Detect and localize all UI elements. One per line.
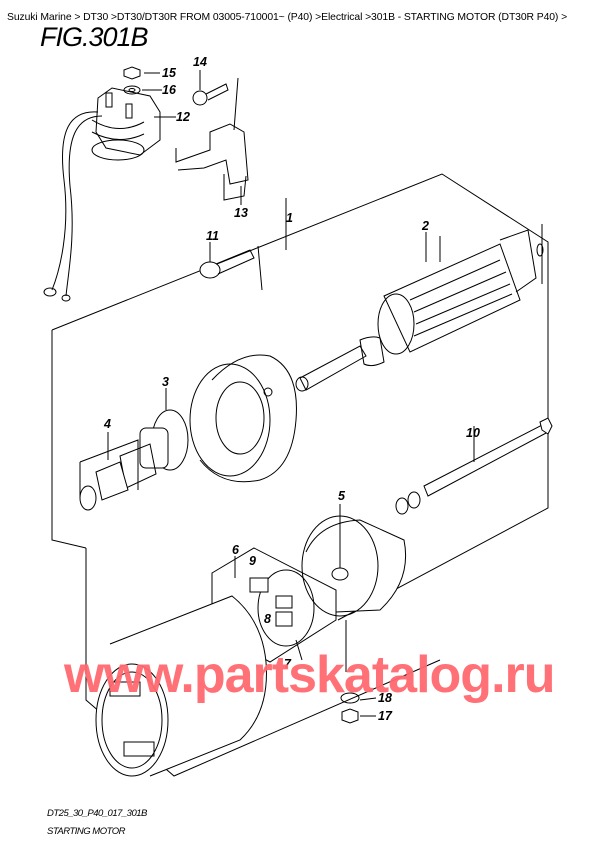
callout-1[interactable]: 1	[286, 211, 293, 225]
breadcrumb-link-suzuki-marine[interactable]: Suzuki Marine	[7, 12, 72, 23]
pinion-kit-drawing	[79, 439, 157, 511]
breadcrumb: Suzuki Marine > DT30 >DT30/DT30R FROM 03…	[7, 12, 567, 23]
callout-13[interactable]: 13	[234, 206, 248, 220]
callout-labels: 1 2 3 4 5 6 7 8 9 10 11 12 13 14 15 16 1…	[103, 55, 480, 723]
watermark: www.partskatalog.ru	[64, 646, 556, 704]
figure-code: DT25_30_P40_017_301B	[47, 808, 147, 819]
callout-18[interactable]: 18	[378, 691, 392, 705]
callout-17[interactable]: 17	[378, 709, 393, 723]
callout-15[interactable]: 15	[162, 66, 177, 80]
callout-6[interactable]: 6	[232, 543, 240, 557]
nut-washer-lower-drawing	[340, 692, 360, 724]
breadcrumb-separator: >	[110, 12, 117, 23]
breadcrumb-separator: >	[315, 12, 322, 23]
callout-3[interactable]: 3	[162, 375, 169, 389]
leader-lines	[107, 70, 427, 717]
callout-9[interactable]: 9	[249, 554, 256, 568]
figure-name: STARTING MOTOR	[47, 826, 125, 837]
callout-11[interactable]: 11	[206, 229, 219, 243]
end-frame-drawing	[301, 504, 407, 672]
callout-2[interactable]: 2	[421, 219, 429, 233]
breadcrumb-separator: >	[74, 12, 81, 23]
callout-16[interactable]: 16	[162, 83, 177, 97]
starter-relay-drawing	[43, 87, 161, 302]
callout-12[interactable]: 12	[176, 110, 190, 124]
breadcrumb-link-dt30[interactable]: DT30	[83, 12, 109, 23]
callout-4[interactable]: 4	[103, 417, 111, 431]
breadcrumb-link-electrical[interactable]: Electrical	[321, 12, 363, 23]
housing-drawing	[139, 354, 297, 483]
callout-8[interactable]: 8	[264, 612, 271, 626]
figure-title: FIG.301B	[40, 22, 149, 52]
breadcrumb-link-current[interactable]: 301B - STARTING MOTOR (DT30R P40)	[371, 12, 559, 23]
bolt-11-drawing	[199, 245, 263, 291]
armature-drawing	[295, 224, 544, 392]
callout-7[interactable]: 7	[284, 657, 292, 671]
callout-14[interactable]: 14	[193, 55, 207, 69]
breadcrumb-separator: >	[365, 12, 372, 23]
nut-washer-drawing	[123, 66, 141, 95]
callout-10[interactable]: 10	[466, 426, 480, 440]
callout-5[interactable]: 5	[338, 489, 346, 503]
breadcrumb-link-model[interactable]: DT30/DT30R FROM 03005-710001~ (P40)	[116, 12, 313, 23]
breadcrumb-separator: >	[561, 12, 568, 23]
yoke-drawing	[95, 595, 267, 777]
through-bolt-drawing	[395, 417, 553, 515]
bracket-drawing	[175, 77, 249, 201]
